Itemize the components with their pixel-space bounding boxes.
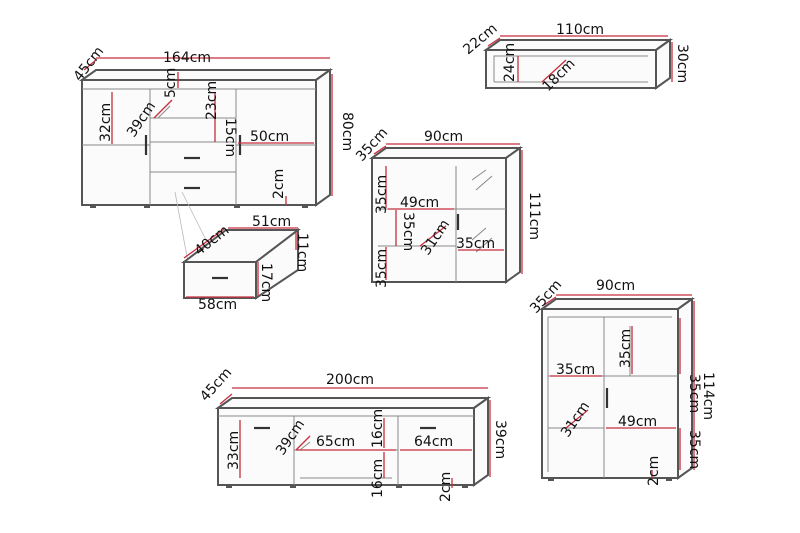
- tv-unit-foot: [462, 485, 468, 488]
- tv-unit-side: [473, 396, 489, 487]
- display-tall-upper-compartment-label: 35cm: [686, 374, 702, 413]
- display-tall-lower-compartment-label: 35cm: [686, 430, 702, 469]
- sideboard-shelf-label: 32cm: [98, 103, 114, 142]
- display-small-drawing: 90cm 35cm 111cm 35cm 49cm 35cm 31cm 35cm…: [353, 125, 542, 288]
- display-small-height-label: 111cm: [526, 192, 542, 240]
- drawer-drawing: 51cm 40cm 11cm 17cm 58cm: [181, 214, 310, 313]
- display-small-inner-depth-dim: [419, 225, 447, 247]
- display-small-top-compartment-label: 35cm: [374, 175, 390, 214]
- sideboard-side: [315, 68, 331, 207]
- display-tall-depth-dim: [543, 296, 557, 306]
- tv-unit-width-label: 200cm: [326, 372, 374, 388]
- drawer-front: [183, 261, 257, 299]
- tv-unit-leg-label: 2cm: [438, 472, 454, 502]
- display-tall-width-label: 90cm: [596, 278, 635, 294]
- tv-unit-center-top-label: 16cm: [370, 409, 386, 448]
- display-small-bottom-compartment-label: 35cm: [374, 249, 390, 288]
- sideboard-leg-label: 2cm: [271, 169, 287, 199]
- sideboard-center-top-label: 23cm: [204, 81, 220, 120]
- display-tall-leg-label: 2cm: [646, 456, 662, 486]
- sideboard-foot: [302, 205, 308, 208]
- sideboard-shelf-perspective: [157, 105, 171, 119]
- sideboard-width-label: 164cm: [163, 50, 211, 66]
- display-tall-foot: [666, 478, 672, 481]
- sideboard-height-label: 80cm: [339, 112, 355, 151]
- wall-shelf-depth-dim: [487, 37, 501, 47]
- wall-shelf-inner-height-label: 24cm: [502, 43, 518, 82]
- sideboard-top-surface: [78, 69, 334, 81]
- display-tall-inner-depth-dim: [565, 409, 589, 429]
- tv-unit-center-width-label: 65cm: [316, 434, 355, 450]
- tv-unit-right-width-label: 64cm: [414, 434, 453, 450]
- wall-shelf-inner-depth-dim: [541, 59, 567, 83]
- display-small-width-label: 90cm: [424, 129, 463, 145]
- sideboard-foot: [144, 205, 150, 208]
- drawer-outer-width-label: 58cm: [198, 297, 237, 313]
- display-tall-height-label: 114cm: [700, 372, 716, 420]
- sideboard-foot: [234, 205, 240, 208]
- tv-unit-front: [217, 407, 475, 486]
- wall-shelf-drawing: 110cm 22cm 30cm 24cm 18cm: [460, 21, 690, 95]
- wall-shelf-inner: [493, 55, 648, 82]
- tv-unit-foot: [396, 485, 402, 488]
- tv-unit-foot: [226, 485, 232, 488]
- display-tall-drawing: 90cm 35cm 114cm 35cm 35cm 35cm 31cm 49cm…: [527, 277, 716, 486]
- sideboard-right-width-label: 50cm: [250, 129, 289, 145]
- display-small-side: [505, 146, 521, 284]
- sideboard-drawer-top-label: 15cm: [222, 118, 238, 157]
- sideboard-top-thickness-label: 5cm: [163, 68, 179, 98]
- drawer-outer-height-label: 17cm: [258, 263, 274, 302]
- wall-shelf-height-label: 30cm: [674, 44, 690, 83]
- tv-unit-drawing: 200cm 45cm 39cm 33cm 39cm 65cm 16cm 64cm…: [197, 365, 508, 502]
- display-small-glass-reflection: [471, 169, 487, 181]
- drawer-width-label: 51cm: [252, 214, 291, 230]
- tv-unit-center-depth-dim: [295, 435, 311, 451]
- display-small-depth-dim: [373, 145, 387, 155]
- tv-unit-top: [214, 397, 492, 409]
- display-tall-left-shelf-label: 35cm: [556, 362, 595, 378]
- tv-unit-height-label: 39cm: [492, 420, 508, 459]
- sideboard-foot: [90, 205, 96, 208]
- display-tall-inner-width-label: 49cm: [618, 414, 657, 430]
- display-small-glass-reflection: [475, 175, 493, 191]
- display-small-inner-width-label: 49cm: [400, 195, 439, 211]
- display-tall-top-right-label: 35cm: [618, 329, 634, 368]
- wall-shelf-width-label: 110cm: [556, 22, 604, 38]
- display-small-glass-reflection: [471, 227, 487, 241]
- display-small-right-compartment-label: 35cm: [456, 236, 495, 252]
- display-tall-front: [541, 308, 679, 479]
- sideboard-depth-dim: [83, 59, 97, 71]
- display-small-mid-compartment-label: 35cm: [400, 212, 416, 251]
- drawer-callout-line: [181, 191, 207, 241]
- tv-unit-foot: [290, 485, 296, 488]
- tv-unit-depth-dim: [219, 393, 233, 405]
- display-tall-top: [538, 298, 696, 310]
- sideboard-center-depth-dim: [153, 99, 173, 119]
- display-small-top: [368, 147, 524, 159]
- drawer-callout-line: [174, 191, 189, 263]
- display-tall-foot: [548, 478, 554, 481]
- drawer-depth-dim: [183, 228, 225, 259]
- tv-unit-shelf-perspective: [299, 441, 311, 451]
- drawer-inner-height-label: 11cm: [294, 233, 310, 272]
- tv-unit-left-height-label: 33cm: [226, 431, 242, 470]
- tv-unit-center-bottom-label: 16cm: [370, 459, 386, 498]
- display-small-front: [371, 157, 507, 283]
